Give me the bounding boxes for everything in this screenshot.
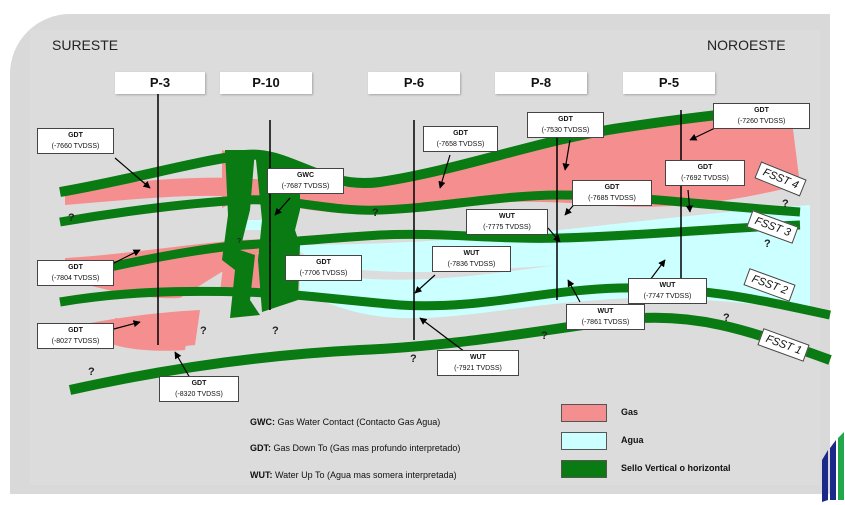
label-gdt-7685: GDT(-7685 TVDSS) bbox=[572, 180, 652, 206]
definition-gdt: GDT: Gas Down To (Gas mas profundo inter… bbox=[250, 443, 461, 453]
label-wut-7921: WUT(-7921 TVDSS) bbox=[437, 350, 519, 376]
legend-swatch-seal bbox=[561, 460, 607, 478]
well-header-p5: P-5 bbox=[623, 72, 715, 94]
label-gdt-7658: GDT(-7658 TVDSS) bbox=[423, 126, 498, 152]
direction-right: NOROESTE bbox=[707, 37, 786, 53]
label-gdt-7260: GDT(-7260 TVDSS) bbox=[713, 103, 810, 129]
label-wut-7836: WUT(-7836 TVDSS) bbox=[432, 246, 511, 272]
label-gdt-7660: GDT(-7660 TVDSS) bbox=[37, 128, 114, 154]
label-wut-7861: WUT(-7861 TVDSS) bbox=[566, 304, 645, 330]
label-gwc-7687: GWC(-7687 TVDSS) bbox=[267, 168, 344, 194]
legend-label-gas: Gas bbox=[621, 407, 639, 417]
definition-wut: WUT: Water Up To (Agua mas somera interp… bbox=[250, 470, 457, 480]
unknown-mark: ? bbox=[237, 238, 242, 245]
legend-swatch-agua bbox=[561, 432, 607, 450]
unknown-mark: ? bbox=[782, 198, 789, 210]
label-gdt-7692: GDT(-7692 TVDSS) bbox=[665, 160, 745, 186]
unknown-mark: ? bbox=[764, 238, 771, 250]
label-wut-7775: WUT(-7775 TVDSS) bbox=[466, 209, 548, 235]
legend-label-agua: Agua bbox=[621, 435, 644, 445]
unknown-mark: ? bbox=[541, 330, 548, 342]
legend-label-seal: Sello Vertical o horizontal bbox=[621, 463, 731, 473]
seal-line-top bbox=[59, 103, 801, 197]
unknown-mark: ? bbox=[410, 353, 417, 365]
vertical-seal-p10 bbox=[222, 150, 260, 318]
well-header-p6: P-6 bbox=[368, 72, 460, 94]
well-header-p8: P-8 bbox=[495, 72, 587, 94]
label-gdt-7706: GDT(-7706 TVDSS) bbox=[285, 255, 362, 281]
label-gdt-8027: GDT(-8027 TVDSS) bbox=[37, 323, 114, 349]
unknown-mark: ? bbox=[723, 312, 730, 324]
logo-icon bbox=[822, 432, 844, 502]
well-header-p3: P-3 bbox=[115, 72, 205, 94]
well-header-p10: P-10 bbox=[220, 72, 312, 94]
label-gdt-7804: GDT(-7804 TVDSS) bbox=[37, 260, 114, 286]
label-gdt-8320: GDT(-8320 TVDSS) bbox=[159, 376, 239, 402]
p10-gas-pocket-lower bbox=[115, 318, 190, 351]
unknown-mark: ? bbox=[272, 325, 279, 337]
unknown-mark: ? bbox=[200, 325, 207, 337]
unknown-mark: ? bbox=[68, 212, 75, 224]
label-wut-7747: WUT(-7747 TVDSS) bbox=[628, 278, 707, 304]
definition-gwc: GWC: Gas Water Contact (Contacto Gas Agu… bbox=[250, 417, 441, 427]
unknown-mark: ? bbox=[88, 366, 95, 378]
unknown-mark: ? bbox=[372, 207, 379, 219]
legend-swatch-gas bbox=[561, 404, 607, 422]
direction-left: SURESTE bbox=[52, 37, 119, 53]
seal-line-fsst1 bbox=[68, 312, 832, 395]
seal-line-fsst3-base bbox=[58, 220, 801, 283]
label-gdt-7530: GDT(-7530 TVDSS) bbox=[527, 112, 604, 138]
